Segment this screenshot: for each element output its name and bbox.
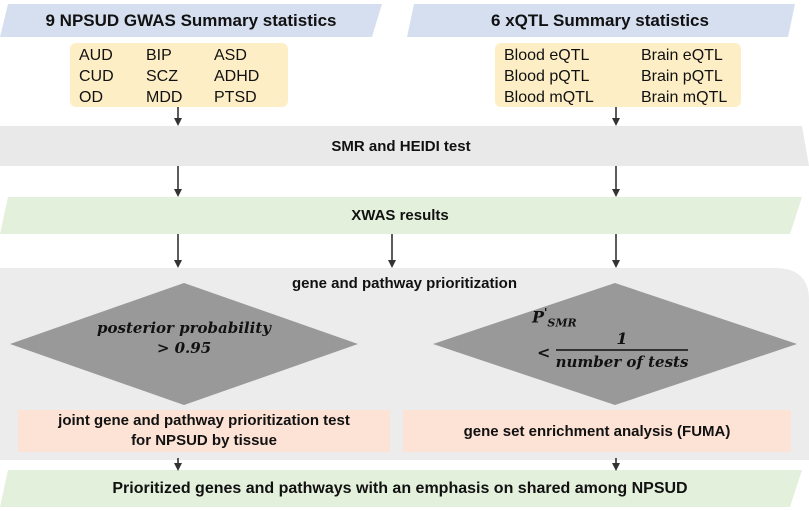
fraction-numerator: 1 [616, 328, 628, 348]
p-smr: P'SMR [532, 306, 577, 330]
joint-test-line1: joint gene and pathway prioritization te… [58, 412, 350, 429]
prioritization-title: gene and pathway prioritization [291, 274, 518, 292]
right-diamond [433, 283, 797, 405]
xqtl-band [407, 4, 795, 37]
smr-step-label: SMR and HEIDI test [331, 137, 471, 155]
trait-label: AUD [79, 47, 113, 64]
less-than-symbol: < [537, 343, 551, 362]
gwas-title: 9 NPSUD GWAS Summary statistics [45, 10, 337, 30]
trait-label: Brain pQTL [641, 68, 723, 85]
fraction-denominator: number of tests [555, 353, 689, 371]
trait-label: Blood mQTL [504, 89, 594, 106]
trait-label: Blood pQTL [504, 68, 590, 85]
left-criterion: posterior probability > 0.95 [60, 318, 308, 358]
xqtl-traits-box [495, 43, 741, 107]
trait-label: Blood eQTL [504, 47, 590, 64]
xwas-band [0, 197, 802, 234]
joint-test-label: joint gene and pathway prioritization te… [18, 411, 390, 451]
smr-band [0, 126, 809, 166]
xqtl-title: 6 xQTL Summary statistics [491, 10, 709, 30]
fuma-label: gene set enrichment analysis (FUMA) [463, 422, 731, 440]
final-band [0, 470, 802, 507]
trait-label: Brain eQTL [641, 47, 723, 64]
prime-symbol: ' [544, 306, 548, 319]
trait-label: BIP [146, 47, 172, 64]
trait-label: ADHD [214, 68, 260, 85]
left-diamond [10, 283, 358, 405]
fuma-box [403, 410, 791, 452]
final-result-label: Prioritized genes and pathways with an e… [112, 479, 688, 497]
joint-test-box [18, 410, 390, 452]
trait-label: PTSD [214, 89, 257, 106]
trait-label: ASD [214, 47, 247, 64]
xwas-step-label: XWAS results [351, 207, 449, 224]
smr-subscript: SMR [547, 316, 577, 330]
trait-label: CUD [79, 68, 114, 85]
p-symbol: P [532, 307, 545, 327]
joint-test-line2: for NPSUD by tissue [131, 432, 277, 449]
gwas-traits-box [70, 43, 288, 107]
left-criterion-line1: posterior probability [97, 319, 271, 337]
trait-label: SCZ [146, 68, 178, 85]
trait-label: MDD [146, 89, 183, 106]
trait-label: Brain mQTL [641, 89, 728, 106]
trait-label: OD [79, 89, 103, 106]
left-criterion-line2: > 0.95 [156, 339, 212, 357]
gwas-band [0, 4, 382, 37]
